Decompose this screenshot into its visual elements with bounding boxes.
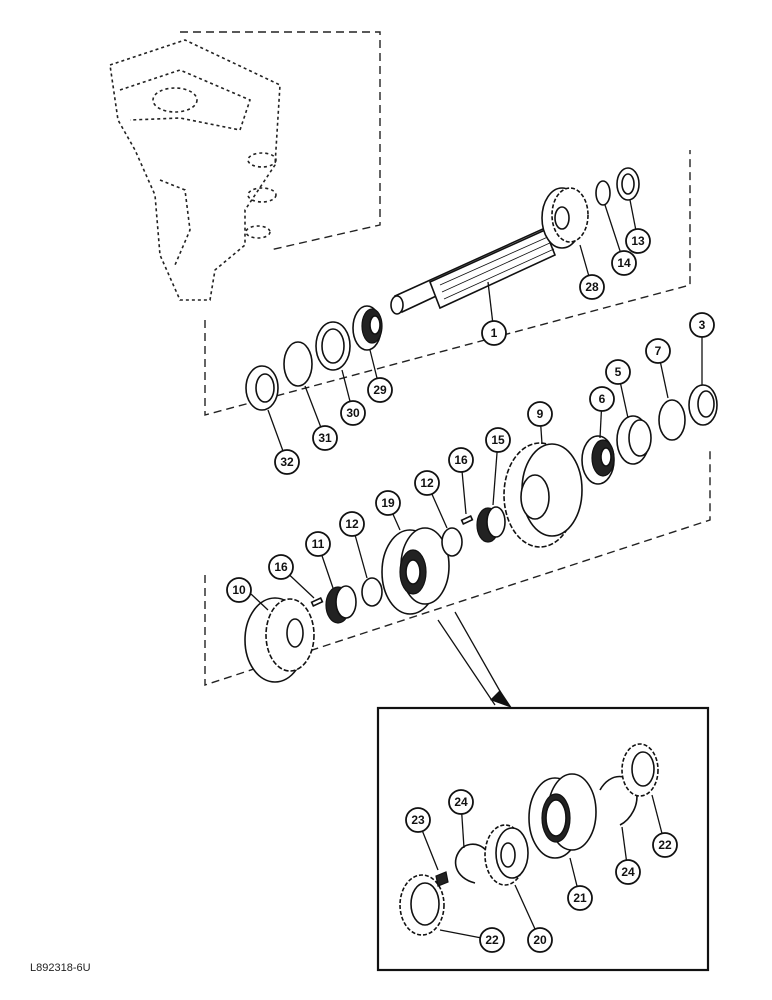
svg-text:13: 13 (631, 234, 645, 248)
svg-text:29: 29 (373, 383, 387, 397)
svg-text:12: 12 (345, 517, 359, 531)
synchronizer-detail-frame (376, 706, 710, 972)
bearing-cone-6 (581, 435, 615, 485)
svg-text:10: 10 (232, 583, 246, 597)
reference-code: L892318-6U (30, 962, 91, 974)
gear-9 (503, 442, 583, 548)
leader-lines (250, 199, 703, 941)
svg-text:32: 32 (280, 455, 294, 469)
snap-ring-31 (283, 341, 313, 387)
svg-text:3: 3 (699, 318, 706, 332)
svg-text:19: 19 (381, 496, 395, 510)
snap-ring-7 (658, 399, 686, 441)
callout-22-lower: 22 (479, 927, 505, 953)
snap-ring-14 (595, 180, 611, 206)
svg-text:11: 11 (312, 537, 325, 551)
callout-21: 21 (567, 885, 593, 911)
svg-text:5: 5 (615, 365, 622, 379)
callout-12-lower: 12 (339, 511, 365, 537)
svg-text:12: 12 (420, 476, 434, 490)
svg-text:6: 6 (599, 392, 606, 406)
callout-30: 30 (340, 400, 366, 426)
pin-16-lower (310, 597, 324, 607)
detail-arrow (490, 690, 512, 708)
svg-text:16: 16 (274, 560, 288, 574)
callout-9: 9 (527, 401, 553, 427)
svg-text:20: 20 (533, 933, 547, 947)
callout-13: 13 (625, 228, 651, 254)
svg-text:24: 24 (621, 865, 635, 879)
svg-text:22: 22 (485, 933, 499, 947)
svg-text:9: 9 (537, 407, 544, 421)
synchronizer-ring-22-lower (399, 874, 445, 936)
callout-7: 7 (645, 338, 671, 364)
lower-shaft-boundary (204, 450, 711, 686)
callout-23: 23 (405, 807, 431, 833)
callout-20: 20 (527, 927, 553, 953)
svg-text:22: 22 (658, 838, 672, 852)
svg-text:31: 31 (318, 431, 332, 445)
svg-text:1: 1 (491, 326, 498, 340)
housing-boundary (180, 31, 381, 251)
upper-shaft-boundary (204, 150, 691, 416)
washer-12-upper (441, 527, 463, 557)
callout-24-upper: 24 (615, 859, 641, 885)
bearing-cone-29 (352, 305, 383, 351)
synchronizer-19 (381, 527, 450, 615)
callout-16-lower: 16 (268, 554, 294, 580)
transmission-housing (109, 39, 281, 301)
svg-text:28: 28 (585, 280, 599, 294)
callout-32: 32 (274, 449, 300, 475)
detail-pointer (437, 619, 496, 706)
hub-20 (484, 824, 529, 886)
callout-28: 28 (579, 274, 605, 300)
gear-10 (244, 597, 315, 683)
main-shaft (390, 226, 557, 315)
svg-text:15: 15 (491, 433, 505, 447)
svg-text:23: 23 (411, 813, 425, 827)
callout-22-upper: 22 (652, 832, 678, 858)
svg-text:24: 24 (454, 795, 468, 809)
needle-bearing-15 (476, 506, 506, 543)
synchronizer-ring-22-upper (621, 743, 659, 797)
callout-11: 11 (305, 531, 331, 557)
svg-text:16: 16 (454, 453, 468, 467)
sleeve-21 (528, 773, 597, 859)
callout-12-upper: 12 (414, 470, 440, 496)
callout-6: 6 (589, 386, 615, 412)
svg-text:30: 30 (346, 406, 360, 420)
callout-29: 29 (367, 377, 393, 403)
callout-10: 10 (226, 577, 252, 603)
needle-bearing-11 (325, 585, 357, 624)
callout-3: 3 (689, 312, 715, 338)
callout-24-lower: 24 (448, 789, 474, 815)
callout-14: 14 (611, 250, 637, 276)
callout-31: 31 (312, 425, 338, 451)
callout-1: 1 (481, 320, 507, 346)
gear-28 (541, 187, 589, 249)
key-23 (435, 871, 449, 887)
callout-19: 19 (375, 490, 401, 516)
svg-text:14: 14 (617, 256, 631, 270)
svg-text:21: 21 (573, 891, 587, 905)
callout-15: 15 (485, 427, 511, 453)
pin-16-upper (460, 515, 474, 525)
washer-12-lower (361, 577, 383, 607)
svg-text:7: 7 (655, 344, 662, 358)
callout-16-upper: 16 (448, 447, 474, 473)
callout-5: 5 (605, 359, 631, 385)
